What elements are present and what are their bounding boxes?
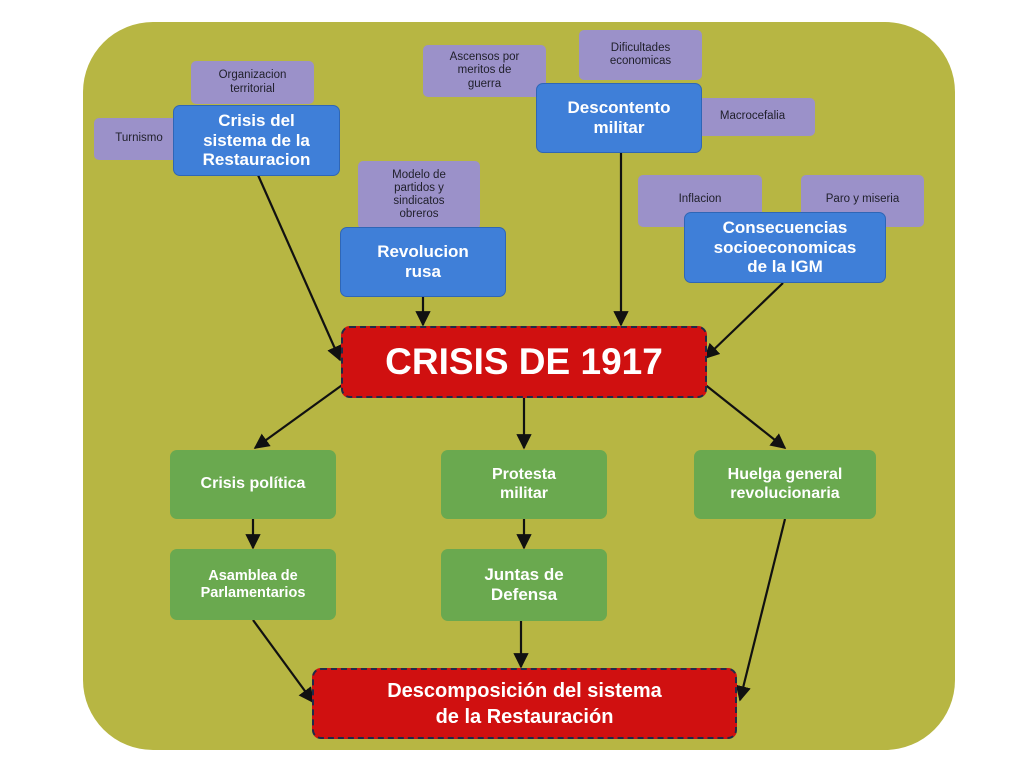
cause-descontento-militar: Descontento militar: [536, 83, 702, 153]
factor-ascensos: Ascensos por meritos de guerra: [423, 45, 546, 97]
outcome-descomposicion: Descomposición del sistema de la Restaur…: [312, 668, 737, 739]
effect-asamblea: Asamblea de Parlamentarios: [170, 549, 336, 620]
effect-crisis-politica: Crisis política: [170, 450, 336, 519]
cause-revolucion-rusa: Revolucion rusa: [340, 227, 506, 297]
effect-huelga-general: Huelga general revolucionaria: [694, 450, 876, 519]
factor-turismo: Turnismo: [94, 118, 184, 160]
effect-juntas: Juntas de Defensa: [441, 549, 607, 621]
effect-protesta-militar: Protesta militar: [441, 450, 607, 519]
cause-crisis-sistema: Crisis del sistema de la Restauracion: [173, 105, 340, 176]
factor-modelo-partidos: Modelo de partidos y sindicatos obreros: [358, 161, 480, 229]
cause-consecuencias-igm: Consecuencias socioeconomicas de la IGM: [684, 212, 886, 283]
central-crisis-1917: CRISIS DE 1917: [341, 326, 707, 398]
factor-dificultades: Dificultades economicas: [579, 30, 702, 80]
factor-macrocefalia: Macrocefalia: [690, 98, 815, 136]
factor-organizacion-territorial: Organizacion territorial: [191, 61, 314, 104]
